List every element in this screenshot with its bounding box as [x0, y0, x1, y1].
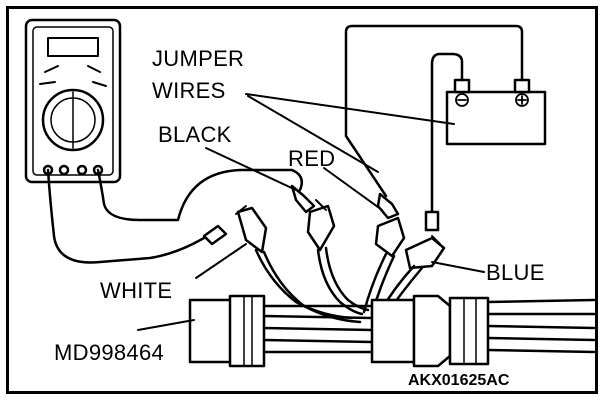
jumper-clip-icon — [235, 199, 446, 270]
label-jumper: JUMPER — [152, 46, 245, 71]
figure-code: AKX01625AC — [408, 372, 510, 389]
label-black: BLACK — [158, 122, 232, 147]
battery-icon — [445, 78, 547, 146]
label-blue: BLUE — [486, 260, 545, 285]
label-tool-number: MD998464 — [54, 340, 165, 365]
probe-icon — [202, 184, 440, 246]
connector-icon — [188, 294, 596, 368]
label-wires: WIRES — [152, 78, 226, 103]
label-white: WHITE — [100, 278, 173, 303]
multimeter-icon — [24, 18, 122, 184]
label-red: RED — [288, 146, 336, 171]
